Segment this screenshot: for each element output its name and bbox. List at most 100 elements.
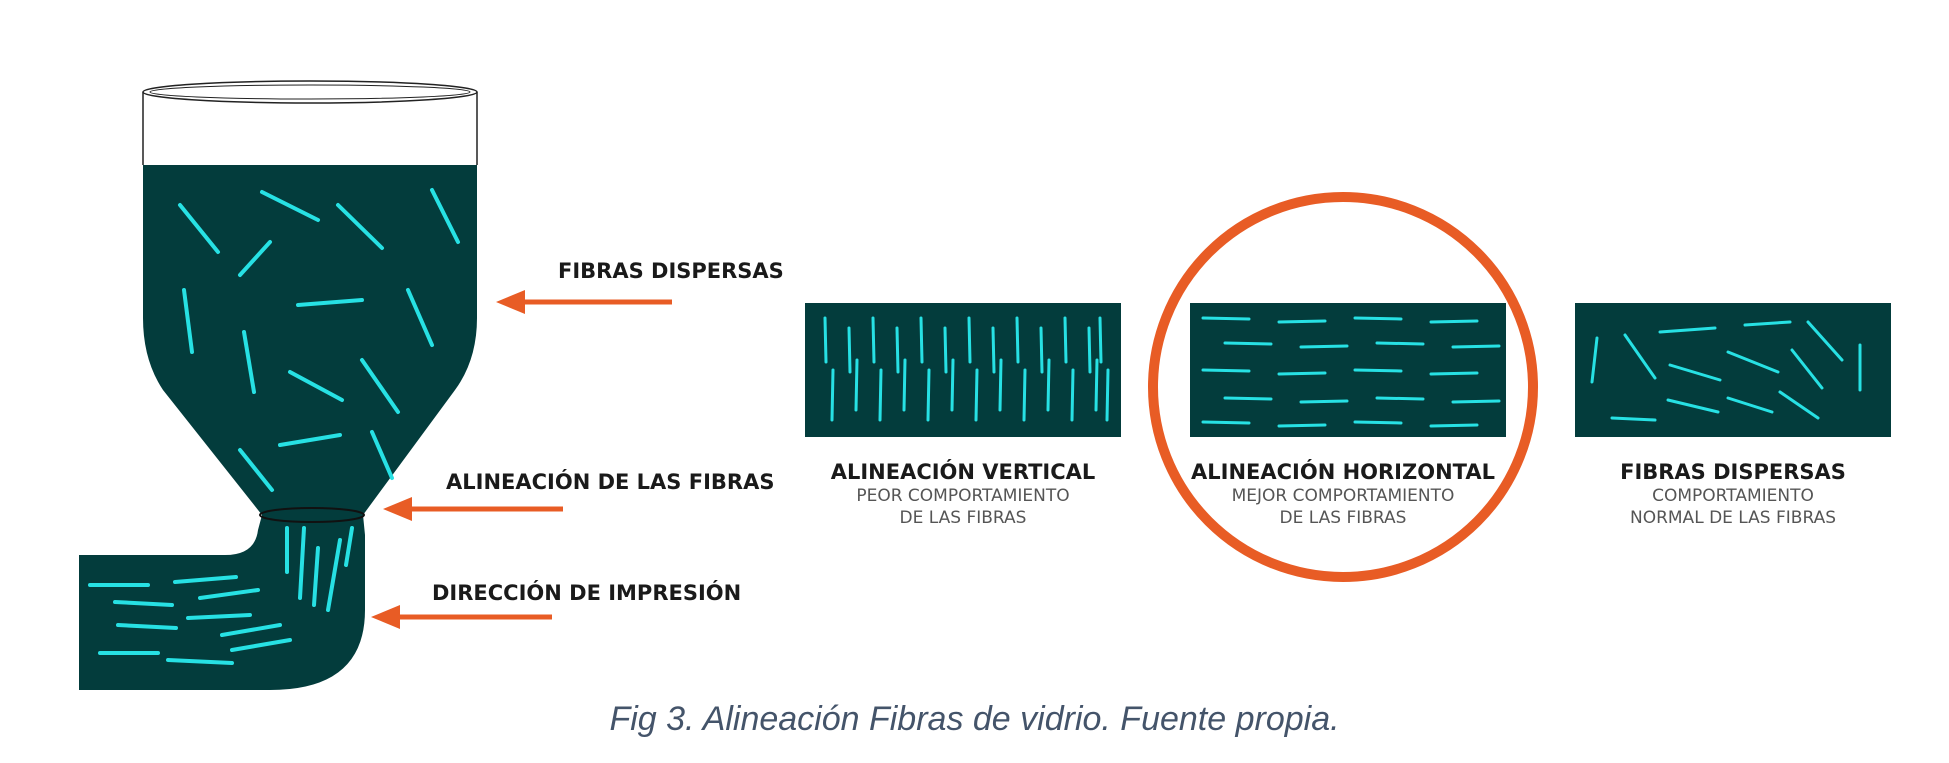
fiber-stroke (967, 316, 972, 364)
panel-dispersed-fibers (1590, 320, 1862, 422)
fiber-stroke (895, 326, 900, 374)
fiber-stroke (1429, 423, 1479, 428)
nozzle-ring (259, 507, 365, 523)
fiber-stroke (1046, 358, 1051, 412)
fiber-stroke (950, 358, 955, 412)
label-direccion: DIRECCIÓN DE IMPRESIÓN (432, 580, 741, 605)
arrow-fibras-dispersas (496, 290, 672, 314)
arrow-direccion (371, 605, 552, 629)
hopper-cup-outline (142, 92, 478, 165)
fiber-stroke (943, 326, 948, 374)
fiber-stroke (1277, 371, 1327, 376)
label-fibras-dispersas: FIBRAS DISPERSAS (558, 259, 784, 283)
fiber-stroke (336, 203, 384, 250)
fiber-stroke (1429, 319, 1479, 324)
label-alineacion: ALINEACIÓN DE LAS FIBRAS (446, 469, 774, 494)
panel-dispersed (1575, 303, 1891, 437)
hopper (79, 80, 478, 690)
panel-dispersed-sub1: COMPORTAMIENTO (1652, 486, 1814, 506)
fiber-stroke (1375, 341, 1425, 346)
panel-horizontal-sub2: DE LAS FIBRAS (1280, 508, 1407, 528)
fiber-stroke (1299, 399, 1349, 404)
fiber-stroke (1623, 333, 1657, 380)
fiber-stroke (1353, 420, 1403, 425)
panel-vertical-sub2: DE LAS FIBRAS (900, 508, 1027, 528)
hopper-rim (142, 80, 478, 104)
fiber-stroke (1451, 399, 1501, 404)
fiber-stroke (926, 368, 931, 422)
fiber-stroke (1375, 396, 1425, 401)
fiber-stroke (116, 623, 178, 630)
fiber-stroke (998, 358, 1003, 412)
fiber-stroke (902, 358, 907, 412)
fiber-stroke (1063, 316, 1068, 364)
fiber-stroke (182, 288, 194, 354)
fiber-stroke (1277, 319, 1327, 324)
fiber-stroke (220, 623, 282, 637)
fiber-stroke (1201, 420, 1251, 425)
panel-vertical-title: ALINEACIÓN VERTICAL (831, 459, 1096, 484)
fiber-stroke (847, 326, 852, 374)
fiber-stroke (166, 658, 234, 665)
fiber-stroke (854, 358, 859, 412)
hopper-body (79, 165, 477, 690)
highlight-circle (1148, 192, 1538, 582)
fiber-stroke (242, 330, 256, 394)
fiber-stroke (1658, 326, 1717, 334)
fiber-stroke (1223, 396, 1273, 401)
fiber-stroke (1299, 344, 1349, 349)
fiber-stroke (919, 316, 924, 364)
fiber-stroke (1666, 398, 1720, 414)
hopper-rim-inner (149, 84, 471, 100)
fiber-stroke (871, 316, 876, 364)
fiber-stroke (230, 638, 292, 652)
fiber-stroke (1743, 320, 1792, 327)
fiber-stroke (326, 538, 342, 612)
fiber-stroke (173, 575, 238, 584)
fiber-stroke (1223, 341, 1273, 346)
fiber-stroke (1022, 368, 1027, 422)
fiber-stroke (1201, 316, 1251, 321)
fiber-stroke (260, 190, 320, 222)
fiber-stroke (430, 188, 460, 244)
fiber-stroke (344, 526, 354, 567)
fiber-stroke (1098, 316, 1103, 364)
fiber-stroke (1353, 316, 1403, 321)
fiber-stroke (1015, 316, 1020, 364)
panel-vertical-fibers (823, 316, 1110, 422)
fiber-stroke (360, 358, 400, 414)
panel-horizontal-fibers (1201, 316, 1501, 428)
fiber-stroke (1610, 416, 1657, 422)
fiber-stroke (1778, 390, 1820, 420)
fiber-stroke (1201, 368, 1251, 373)
fiber-stroke (1790, 348, 1824, 390)
fiber-stroke (1070, 368, 1075, 422)
fiber-stroke (198, 588, 260, 600)
fiber-stroke (1277, 423, 1327, 428)
panel-dispersed-title: FIBRAS DISPERSAS (1620, 460, 1846, 484)
fiber-stroke (178, 203, 220, 254)
fiber-stroke (1806, 320, 1844, 362)
fiber-stroke (298, 526, 306, 600)
fiber-stroke (406, 288, 434, 347)
fiber-stroke (974, 368, 979, 422)
fiber-stroke (1726, 350, 1780, 374)
fiber-stroke (370, 430, 394, 480)
fiber-stroke (312, 546, 320, 607)
fiber-stroke (1039, 326, 1044, 374)
figure-caption: Fig 3. Alineación Fibras de vidrio. Fuen… (609, 700, 1340, 738)
fiber-stroke (1353, 368, 1403, 373)
panel-horizontal-title: ALINEACIÓN HORIZONTAL (1191, 459, 1495, 484)
fiber-stroke (1726, 396, 1774, 414)
fiber-stroke (1087, 326, 1092, 374)
fiber-stroke (296, 298, 364, 307)
fiber-stroke (1094, 358, 1099, 412)
fiber-stroke (830, 368, 835, 422)
fiber-stroke (1590, 336, 1599, 384)
hopper-fibers (88, 188, 460, 665)
fiber-stroke (186, 613, 252, 620)
fiber-stroke (1105, 368, 1110, 422)
fiber-stroke (278, 433, 342, 447)
arrow-alineacion (383, 497, 563, 521)
